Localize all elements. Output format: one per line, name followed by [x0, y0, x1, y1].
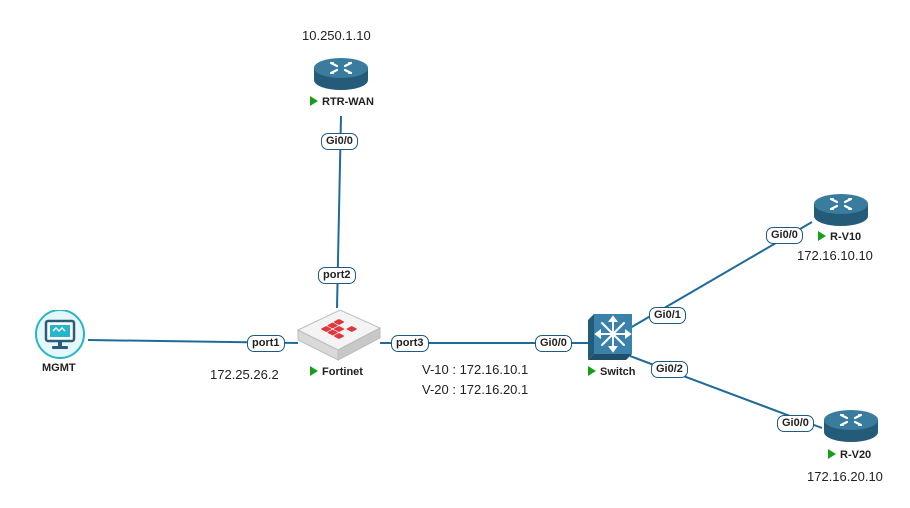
rtr-wan-label: RTR-WAN	[310, 96, 374, 108]
port-switch-gi00[interactable]: Gi0/0	[535, 335, 572, 352]
fortinet-node[interactable]	[296, 308, 382, 367]
switch-name: Switch	[600, 366, 636, 378]
port-fortinet-port2[interactable]: port2	[318, 267, 356, 284]
rtr-wan-node[interactable]	[312, 56, 370, 97]
switch-label: Switch	[588, 366, 635, 378]
r-v10-node[interactable]	[812, 192, 870, 233]
switch-icon	[588, 314, 632, 360]
running-status-icon	[310, 96, 318, 106]
running-status-icon	[588, 366, 596, 376]
r-v10-label: R-V10	[818, 231, 861, 243]
running-status-icon	[310, 366, 318, 376]
port-r-v10-gi00[interactable]: Gi0/0	[766, 227, 803, 244]
fortinet-ip: 172.25.26.2	[210, 367, 279, 382]
fortinet-name: Fortinet	[322, 366, 363, 378]
port-fortinet-port1[interactable]: port1	[247, 335, 285, 352]
r-v20-label: R-V20	[828, 449, 871, 461]
port-fortinet-port3[interactable]: port3	[391, 335, 429, 352]
r-v20-node[interactable]	[822, 408, 880, 449]
switch-node[interactable]	[586, 310, 636, 369]
running-status-icon	[818, 231, 826, 241]
rtr-wan-name: RTR-WAN	[322, 96, 374, 108]
router-icon	[314, 58, 368, 90]
port-switch-gi02[interactable]: Gi0/2	[651, 361, 688, 378]
r-v10-name: R-V10	[830, 231, 862, 243]
r-v20-name: R-V20	[840, 449, 872, 461]
port-r-v20-gi00[interactable]: Gi0/0	[777, 415, 814, 432]
rtr-wan-ip: 10.250.1.10	[302, 28, 371, 43]
switch-vlan-20: V-20 : 172.16.20.1	[422, 382, 529, 397]
mgmt-node[interactable]	[34, 309, 86, 365]
switch-vlan-10: V-10 : 172.16.10.1	[422, 362, 529, 377]
monitor-icon	[35, 309, 85, 359]
fortinet-label: Fortinet	[310, 366, 363, 378]
r-v20-ip: 172.16.20.10	[807, 469, 883, 484]
router-icon	[824, 410, 878, 442]
port-switch-gi01[interactable]: Gi0/1	[649, 307, 686, 324]
port-rtr-wan-gi00[interactable]: Gi0/0	[321, 133, 358, 150]
router-icon	[814, 194, 868, 226]
mgmt-label: MGMT	[42, 362, 76, 374]
r-v10-ip: 172.16.10.10	[797, 248, 873, 263]
firewall-icon	[296, 309, 382, 361]
running-status-icon	[828, 449, 836, 459]
